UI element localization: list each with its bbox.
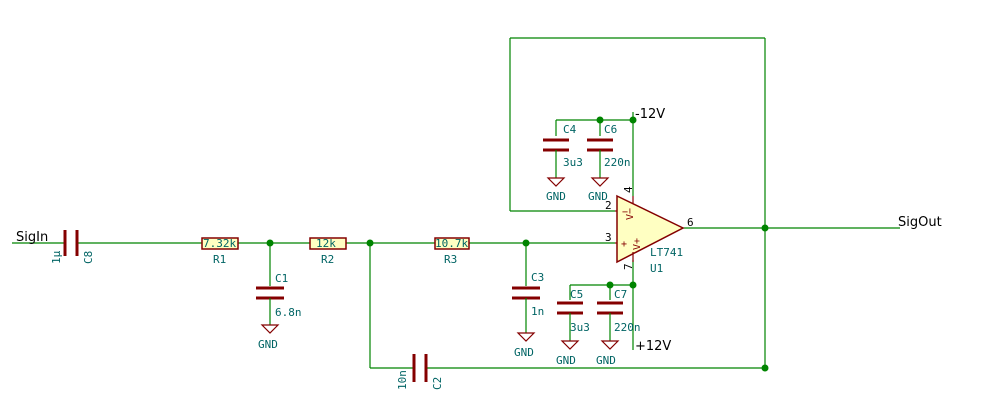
ground-symbol: GND [514,332,536,359]
net-label-sigout: SigOut [898,215,942,230]
c6-value: 220n [604,156,631,169]
junctions [266,116,769,372]
capacitor-c2[interactable]: 10n C2 [396,354,444,390]
c7-ref: C7 [614,288,627,301]
gnd-label: GND [588,190,608,203]
u1-value: LT741 [650,246,683,259]
capacitor-c1[interactable]: C1 6.8n [256,272,302,325]
junction-dot [629,281,637,289]
gnd-label: GND [514,346,534,359]
r2-value: 12k [316,237,336,250]
capacitor-c7[interactable]: C7 220n [597,288,641,341]
resistor-r3[interactable]: 10.7k R3 [434,237,470,266]
junction-dot [629,116,637,124]
ground-symbol: GND [546,177,566,203]
net-label-pos12v: +12V [635,339,671,354]
opamp-u1[interactable]: − + V− V+ 2 3 6 4 7 LT741 U1 [605,186,694,275]
c2-value: 10n [396,370,409,390]
gnd-label: GND [596,354,616,367]
junction-dot [522,239,530,247]
junction-dot [266,239,274,247]
junction-dot [606,281,614,289]
junction-dot [761,364,769,372]
c1-value: 6.8n [275,306,302,319]
c2-ref: C2 [431,377,444,390]
u1-ref: U1 [650,262,663,275]
c8-ref: C8 [82,251,95,264]
resistor-r1[interactable]: 7.32k R1 [201,237,239,266]
resistor-r2[interactable]: 12k R2 [309,237,347,266]
ground-symbol: GND [588,177,610,203]
c4-ref: C4 [563,123,577,136]
c7-value: 220n [614,321,641,334]
c6-ref: C6 [604,123,617,136]
opamp-pin-3: 3 [605,231,612,244]
junction-dot [596,116,604,124]
gnd-label: GND [546,190,566,203]
capacitor-c5[interactable]: C5 3u3 [557,288,590,341]
junction-dot [366,239,374,247]
opamp-pin-6: 6 [687,216,694,229]
net-label-sigin: SigIn [16,230,48,245]
gnd-label: GND [258,338,278,351]
opamp-pin-4: 4 [622,186,635,193]
opamp-vpos-symbol: V+ [632,238,643,250]
ground-symbol: GND [556,340,580,367]
r3-ref: R3 [444,253,457,266]
capacitor-c8[interactable]: 1μ C8 [50,230,95,264]
opamp-pin-7: 7 [622,263,635,270]
capacitor-c6[interactable]: C6 220n [587,123,631,178]
capacitor-c3[interactable]: C3 1n [512,271,544,333]
opamp-inv-symbol: − [622,207,628,218]
ground-symbol: GND [258,324,280,351]
junction-dot [761,224,769,232]
opamp-noninv-symbol: + [621,239,627,250]
ground-symbol: GND [596,340,620,367]
r1-ref: R1 [213,253,226,266]
r2-ref: R2 [321,253,334,266]
r1-value: 7.32k [203,237,236,250]
c3-value: 1n [531,305,544,318]
c4-value: 3u3 [563,156,583,169]
capacitor-c4[interactable]: C4 3u3 [543,123,583,178]
opamp-vneg-symbol: V− [625,208,636,220]
wires [12,37,900,369]
r3-value: 10.7k [435,237,468,250]
c5-ref: C5 [570,288,583,301]
c1-ref: C1 [275,272,288,285]
net-label-neg12v: -12V [635,107,665,122]
c5-value: 3u3 [570,321,590,334]
c8-value: 1μ [50,250,63,264]
gnd-label: GND [556,354,576,367]
c3-ref: C3 [531,271,544,284]
opamp-pin-2: 2 [605,199,612,212]
